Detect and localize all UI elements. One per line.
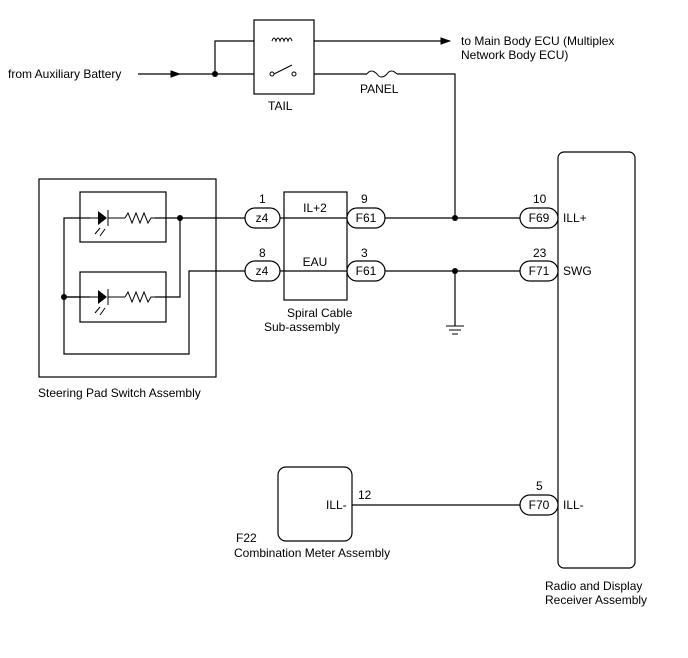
terminal-ill-plus: ILL+ [563,211,587,225]
tail-label: TAIL [268,99,293,113]
connector-z4-top-label: z4 [256,211,269,225]
from-aux-battery-label: from Auxiliary Battery [8,67,121,81]
terminal-swg: SWG [563,264,592,278]
connector-f69-label: F69 [529,211,550,225]
pin-1: 1 [259,192,266,206]
internal-wire [155,218,181,298]
relay-coil-icon [271,37,293,43]
spiral-cable-label-2: Sub-assembly [264,320,340,334]
connector-f71-label: F71 [529,264,550,278]
to-main-ecu-label-1: to Main Body ECU (Multiplex [461,34,614,48]
resistor-icon [124,211,155,225]
panel-label: PANEL [360,82,399,96]
pin-3: 3 [361,246,368,260]
ill-plus-junction [452,215,458,221]
led-icon [90,210,125,237]
steering-assy-label: Steering Pad Switch Assembly [38,386,201,400]
internal-wire [63,217,80,297]
meter-code-label: F22 [236,531,257,545]
to-main-ecu-label-2: Network Body ECU) [461,48,568,62]
tail-relay [253,19,315,95]
radio-display-receiver-assembly [557,151,636,569]
to-main-ecu-wire [214,37,452,74]
meter-name-label: Combination Meter Assembly [234,546,390,560]
il2-label: IL+2 [303,201,327,215]
connector-f70-label: F70 [529,498,550,512]
relay-switch-icon [273,64,293,75]
relay-contact-a [269,71,275,77]
pin-12: 12 [358,488,372,502]
pin-23: 23 [533,246,547,260]
connector-f61-top-label: F61 [356,211,377,225]
panel-fuse-icon [366,70,398,78]
pin-10: 10 [533,192,547,206]
radio-label-1: Radio and Display [545,579,642,593]
combination-meter-assembly [277,466,353,542]
resistor-icon [124,290,155,304]
pin-9: 9 [361,192,368,206]
meter-pin-ill-minus: ILL- [326,498,347,512]
pin-5: 5 [536,479,543,493]
spiral-cable-box [283,191,348,301]
connector-z4-bottom-label: z4 [256,264,269,278]
panel-wire [397,73,456,218]
spiral-cable-label-1: Spiral Cable [287,306,353,320]
connector-f61-bottom-label: F61 [356,264,377,278]
led-icon [90,289,125,316]
radio-label-2: Receiver Assembly [545,593,647,607]
ground-icon [446,325,464,335]
eau-label: EAU [303,255,328,269]
led-module-top [79,191,167,243]
pin-8: 8 [259,246,266,260]
terminal-ill-minus: ILL- [563,498,584,512]
connector-f69 [519,207,559,229]
connector-f71 [519,260,559,282]
relay-contact-b [291,71,297,77]
